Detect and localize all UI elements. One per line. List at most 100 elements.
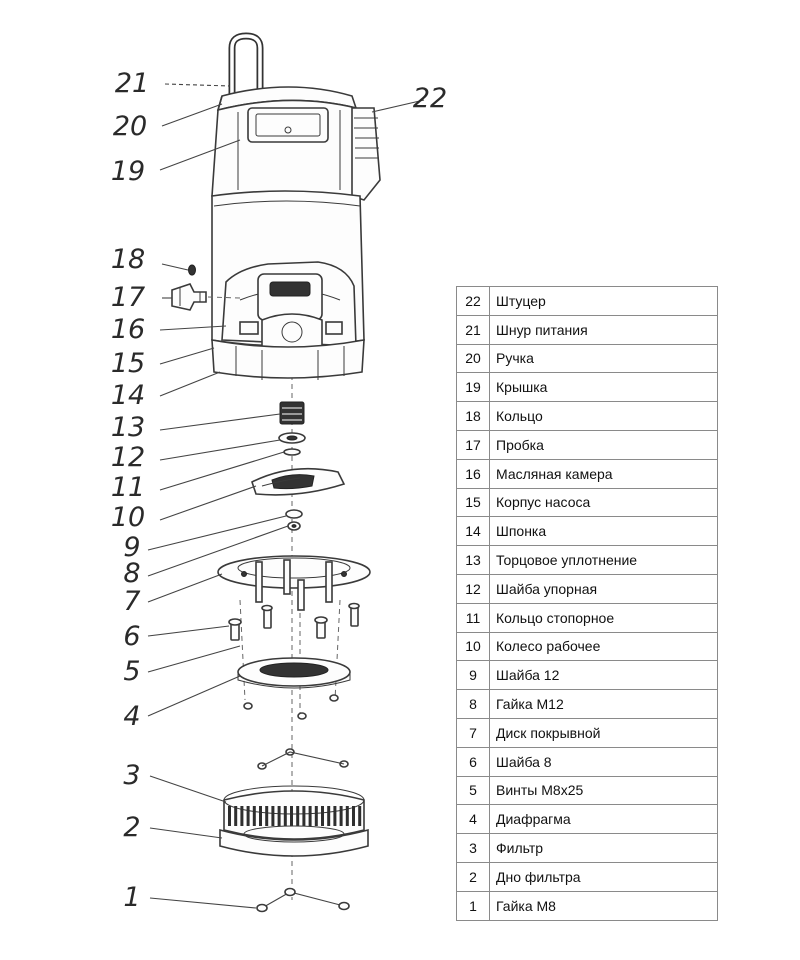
filter-slot — [290, 806, 293, 826]
callout-11: 11 — [111, 472, 145, 503]
filter-slot — [327, 806, 331, 826]
bolt-axis-left — [239, 599, 246, 701]
callout-22: 22 — [413, 83, 447, 114]
legend-part-name: Винты М8х25 — [489, 775, 718, 806]
cover — [211, 99, 357, 197]
filter-slot — [302, 806, 306, 826]
filter-slot — [345, 806, 349, 826]
legend-part-number: 16 — [456, 458, 490, 489]
legend-part-number: 22 — [456, 286, 490, 316]
legend-part-number: 17 — [456, 429, 490, 460]
callout-12: 12 — [111, 442, 145, 473]
screws-m8x25 — [228, 602, 360, 641]
legend-part-number: 1 — [456, 890, 490, 921]
filter-slot — [333, 806, 337, 826]
bolt-axis-right — [334, 599, 341, 701]
filter-slot — [246, 806, 250, 826]
legend-part-number: 9 — [456, 660, 490, 691]
filter-slot — [308, 806, 312, 826]
legend-part-number: 5 — [456, 775, 490, 806]
legend-part-name: Ручка — [489, 343, 718, 374]
retaining-ring — [283, 448, 301, 456]
callout-6: 6 — [123, 621, 140, 652]
legend-part-number: 11 — [456, 602, 490, 633]
legend-part-name: Гайка М12 — [489, 689, 718, 719]
legend-part-name: Диафрагма — [489, 804, 718, 835]
filter-slot — [358, 806, 362, 826]
legend-part-number: 8 — [456, 689, 490, 719]
legend-part-number: 10 — [456, 631, 490, 662]
callout-18: 18 — [111, 244, 145, 275]
legend-part-number: 2 — [456, 861, 490, 892]
callout-20: 20 — [113, 111, 147, 142]
filter-slot — [339, 806, 343, 826]
legend-part-name: Колесо рабочее — [489, 631, 718, 662]
legend-part-number: 13 — [456, 545, 490, 575]
legend-part-name: Кольцо — [489, 401, 718, 431]
hose-fitting — [351, 107, 381, 201]
filter-slot — [228, 806, 231, 826]
filter-slot — [271, 806, 275, 826]
filter-slot — [277, 806, 281, 826]
callout-15: 15 — [111, 348, 145, 379]
legend-part-number: 15 — [456, 487, 490, 518]
nuts-m8 — [256, 887, 350, 913]
legend-part-name: Шайба 8 — [489, 746, 718, 777]
legend-part-name: Гайка М8 — [489, 890, 718, 921]
filter-slot — [314, 806, 318, 826]
legend-part-name: Фильтр — [489, 833, 718, 863]
filter-slot — [321, 806, 324, 826]
legend-part-name: Масляная камера — [489, 458, 718, 489]
callout-7: 7 — [123, 586, 140, 617]
o-ring — [188, 264, 196, 276]
legend-part-number: 6 — [456, 746, 490, 777]
pump-housing — [221, 261, 357, 353]
legend-part-name: Шайба упорная — [489, 573, 718, 604]
filter-slot — [265, 806, 269, 826]
legend-part-name: Шпонка — [489, 516, 718, 547]
legend-part-name: Штуцер — [489, 286, 718, 316]
washer-12 — [285, 509, 303, 519]
callout-10: 10 — [111, 502, 145, 533]
filter-slot — [296, 806, 300, 826]
legend-part-number: 21 — [456, 314, 490, 345]
legend-part-name: Дно фильтра — [489, 861, 718, 892]
filter-slot — [240, 806, 244, 826]
legend-part-name: Торцовое уплотнение — [489, 545, 718, 575]
legend-part-number: 12 — [456, 573, 490, 604]
callout-16: 16 — [111, 314, 145, 345]
mechanical-seal — [279, 401, 305, 425]
nut-m12 — [287, 521, 301, 531]
callout-17: 17 — [111, 282, 145, 313]
leader-lines — [147, 83, 425, 909]
legend-part-name: Крышка — [489, 372, 718, 403]
legend-part-name: Корпус насоса — [489, 487, 718, 518]
filter — [223, 785, 365, 840]
filter-slot — [259, 806, 262, 826]
power-cord — [228, 32, 264, 100]
legend-part-number: 7 — [456, 717, 490, 748]
callout-5: 5 — [123, 656, 140, 687]
legend-part-number: 14 — [456, 516, 490, 547]
callout-14: 14 — [111, 380, 145, 411]
legend-part-name: Диск покрывной — [489, 717, 718, 748]
diaphragm-nuts — [243, 694, 349, 770]
filter-slots — [228, 806, 362, 826]
legend-part-name: Кольцо стопорное — [489, 602, 718, 633]
callout-1: 1 — [123, 882, 140, 913]
legend-part-number: 4 — [456, 804, 490, 835]
